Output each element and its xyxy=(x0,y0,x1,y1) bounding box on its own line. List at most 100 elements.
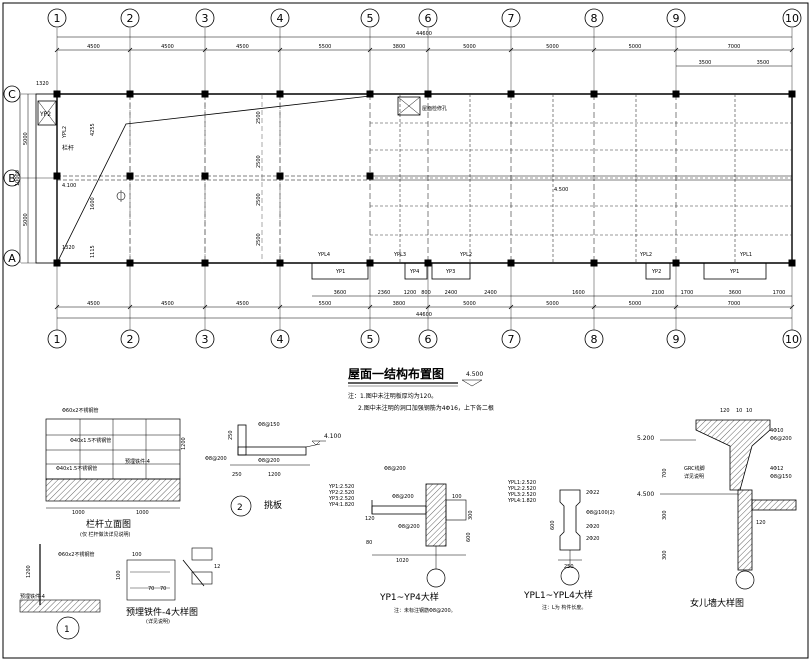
embed-labels: 1200 Φ60x2不锈钢管 预埋铁件-4 70 70 100 100 12 预… xyxy=(20,551,220,635)
label-ypl4: YPL4 xyxy=(317,252,330,258)
label-roof-hole: 屋面检修孔 xyxy=(422,105,447,112)
dim-tick xyxy=(673,47,679,53)
dim-tick xyxy=(54,47,60,53)
dim-tick xyxy=(54,304,60,310)
railing-dim-2: 1000 xyxy=(136,510,149,516)
axis-label-bottom: 6 xyxy=(425,333,432,346)
dim-total: 44600 xyxy=(416,31,432,37)
dim-tick xyxy=(591,304,597,310)
detail-embed-plate xyxy=(19,544,213,640)
column xyxy=(590,259,598,267)
dim-tick xyxy=(673,304,679,310)
opening-dim-label: 2100 xyxy=(652,290,665,296)
axis-circle-top xyxy=(501,8,521,28)
parapet-dim-120a: 120 xyxy=(720,408,730,414)
dim-tick xyxy=(508,304,514,310)
yp-dim-80: 80 xyxy=(366,540,372,546)
label-2500-d: 2500 xyxy=(256,233,262,246)
yp-dim-100: 100 xyxy=(452,494,462,500)
detail-yp xyxy=(371,483,467,588)
title-level: 4.500 xyxy=(466,371,483,378)
axis-label-left: B xyxy=(8,172,16,185)
yp-level-1: YP1:2.520 xyxy=(328,484,354,490)
column xyxy=(201,259,209,267)
dim-label: 5000 xyxy=(546,44,559,50)
detail-cantilever xyxy=(230,424,326,517)
label-ypl2-a: YPL2 xyxy=(459,252,472,258)
dim-tick xyxy=(277,47,283,53)
dim-label: 4500 xyxy=(87,301,100,307)
axis-label-top: 5 xyxy=(367,12,374,25)
parapet-note-1: GRC线脚 xyxy=(684,465,705,472)
railing-dim-1: 1000 xyxy=(72,510,85,516)
parapet-note-4: Φ6@200 xyxy=(770,436,792,442)
railing-note-2: Φ40x1.5不锈钢管 xyxy=(70,437,111,444)
column xyxy=(672,259,680,267)
ypl-note-1: 2Φ22 xyxy=(586,490,599,496)
yp-note-1: Φ8@200 xyxy=(384,466,406,472)
dim-label: 5000 xyxy=(463,44,476,50)
parapet-labels: 5.200 4.500 GRC线脚 详见说明 4Φ10 Φ6@200 4Φ12 … xyxy=(637,408,792,609)
column xyxy=(672,90,680,98)
cantilever-note-3: Φ8@200 xyxy=(205,456,227,462)
yp-title: YP1~YP4大样 xyxy=(379,591,439,603)
parapet-note-2: 详见说明 xyxy=(684,473,704,480)
dim-tick xyxy=(202,304,208,310)
opening-dim-label: 3600 xyxy=(334,290,347,296)
parapet-level-2: 4.500 xyxy=(637,491,654,498)
axis-label-top: 1 xyxy=(54,12,61,25)
parapet-dim-10a: 10 xyxy=(736,408,742,414)
railing-note-3: Φ40x1.5不锈钢管 xyxy=(56,465,97,472)
left-dim-1: 5000 xyxy=(23,132,29,145)
detail-parapet xyxy=(660,419,797,590)
label-yp1-a: YP1 xyxy=(335,269,345,275)
column xyxy=(53,90,61,98)
embed-note-pipe: Φ60x2不锈钢管 xyxy=(58,551,94,558)
cantilever-dim-2: 250 xyxy=(228,430,234,440)
dim-total: 44600 xyxy=(416,312,432,318)
label-2500-c: 2500 xyxy=(256,193,262,206)
axis-label-top: 8 xyxy=(591,12,598,25)
title-note-2: 2.图中未注明的洞口加强钢筋为4Φ16，上下各二根 xyxy=(358,404,494,412)
dim-tick xyxy=(367,304,373,310)
dim-label: 5500 xyxy=(319,44,332,50)
dim-tick xyxy=(425,47,431,53)
embed-note-plate: 预埋铁件-4 xyxy=(20,593,45,600)
cantilever-note-1: Φ8@150 xyxy=(258,422,280,428)
parapet-title: 女儿墙大样图 xyxy=(690,597,744,609)
label-yp3: YP3 xyxy=(445,269,455,275)
canopy-boxes xyxy=(311,262,767,280)
drawing-title: 屋面一结构布置图 4.500 注：1.图中未注明板厚均为120。 2.图中未注明… xyxy=(348,366,494,412)
label-railing: 栏杆 xyxy=(62,144,74,152)
axis-circle-top xyxy=(666,8,686,28)
axis-label-bottom: 2 xyxy=(127,333,134,346)
yp-labels: YP1:2.520 YP2:2.520 YP3:2.520 YP4:1.820 … xyxy=(328,466,474,614)
building-outline xyxy=(35,93,793,264)
yp-dim-300: 300 xyxy=(468,510,474,520)
dim-sub-label: 3500 xyxy=(699,60,712,66)
column xyxy=(590,90,598,98)
label-2500-a: 2500 xyxy=(256,111,262,124)
yp-note-2: Φ8@200 xyxy=(392,494,414,500)
column xyxy=(276,90,284,98)
dim-label: 4500 xyxy=(161,301,174,307)
dim-sub-label: 3500 xyxy=(757,60,770,66)
dim-tick xyxy=(789,47,795,53)
axis-label-top: 7 xyxy=(508,12,515,25)
dim-label: 5000 xyxy=(463,301,476,307)
yp-level-4: YP4:1.820 xyxy=(328,502,354,508)
dim-label: 4500 xyxy=(236,301,249,307)
ypl-dim-600: 600 xyxy=(550,520,556,530)
column xyxy=(201,172,209,180)
label-dim-4255: 4255 xyxy=(90,123,96,136)
column xyxy=(366,172,374,180)
yp-note: 注：未标注钢筋Φ8@200。 xyxy=(394,607,456,614)
opening-dim-label: 800 xyxy=(421,290,431,296)
dim-label: 7000 xyxy=(728,44,741,50)
embed-dim-12: 12 xyxy=(214,564,220,570)
column xyxy=(53,172,61,180)
label-yp2-b: YP2 xyxy=(651,269,661,275)
